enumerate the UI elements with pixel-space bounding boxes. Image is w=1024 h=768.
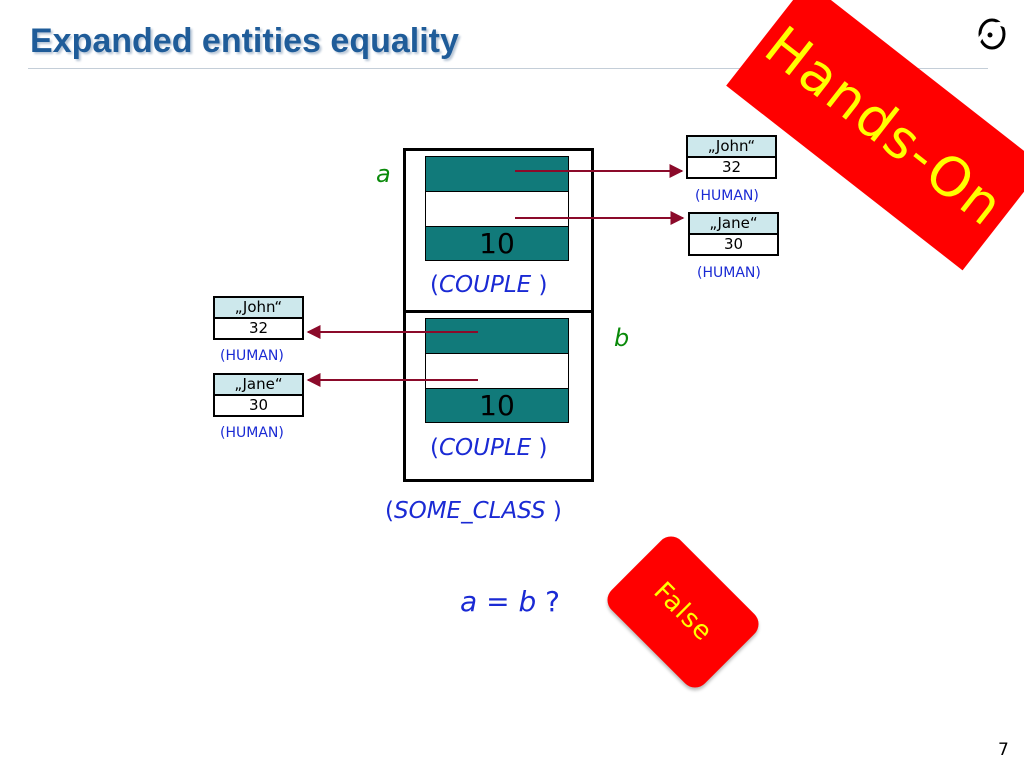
couple-a-wife-field [425,191,569,227]
couple-a-type-label: (COUPLE ) [430,272,548,298]
human-name-field: „Jane“ [213,373,304,396]
question-lhs: a [460,585,478,618]
human-age-field: 32 [213,319,304,340]
human-age-field: 32 [686,158,777,179]
human-name-field: „John“ [213,296,304,319]
human-name-field: „John“ [686,135,777,158]
slide-title: Expanded entities equality [30,22,459,60]
human-object-right-john: „John“ 32 [686,135,777,179]
page-number: 7 [998,740,1009,760]
human-object-right-jane: „Jane“ 30 [688,212,779,256]
couple-b-type-name: COUPLE [438,435,532,461]
human-age-field: 30 [688,235,779,256]
couple-a-husband-field [425,156,569,192]
couple-a-value-field: 10 [425,226,569,261]
question-rhs: b [518,585,537,618]
human-type-caption: (HUMAN) [697,265,761,281]
title-divider [28,68,988,69]
couple-a-value: 10 [479,227,515,260]
some-class-divider [403,310,594,313]
eiffel-logo-icon [976,18,1007,50]
answer-badge: False [601,530,765,694]
couple-b-wife-field [425,353,569,389]
human-type-caption: (HUMAN) [220,348,284,364]
couple-a-type-name: COUPLE [438,272,532,298]
var-b-label: b [614,324,630,352]
some-class-label: (SOME_CLASS ) [385,498,562,524]
human-object-left-john: „John“ 32 [213,296,304,340]
some-class-name: SOME_CLASS [393,498,546,524]
couple-b-husband-field [425,318,569,354]
var-a-label: a [376,160,391,188]
human-age-field: 30 [213,396,304,417]
human-name-field: „Jane“ [688,212,779,235]
human-object-left-jane: „Jane“ 30 [213,373,304,417]
human-type-caption: (HUMAN) [695,188,759,204]
human-type-caption: (HUMAN) [220,425,284,441]
answer-text: False [647,576,719,648]
couple-b-type-label: (COUPLE ) [430,435,548,461]
couple-b-value-field: 10 [425,388,569,423]
couple-b-value: 10 [479,389,515,422]
equality-question: a = b ? [460,585,560,618]
